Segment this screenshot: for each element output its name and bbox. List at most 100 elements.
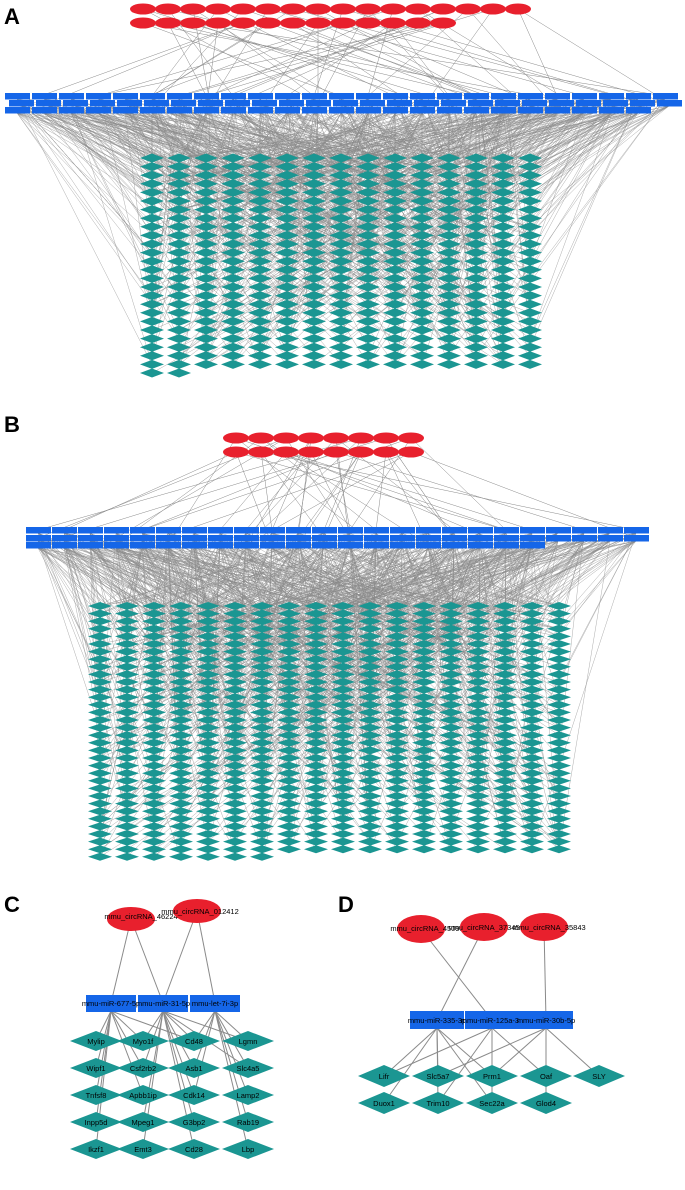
- mrna-node[interactable]: [331, 723, 355, 732]
- mrna-node[interactable]: [140, 170, 164, 180]
- mrna-node[interactable]: [439, 784, 463, 793]
- mrna-node[interactable]: [493, 708, 517, 717]
- mirna-node[interactable]: [494, 527, 519, 534]
- mrna-node[interactable]: [383, 342, 407, 352]
- mrna-node[interactable]: [385, 799, 409, 808]
- mrna-node[interactable]: [115, 731, 139, 740]
- mrna-node[interactable]: [356, 299, 380, 309]
- mrna-node[interactable]: [547, 731, 571, 740]
- mrna-node[interactable]: [466, 708, 490, 717]
- mrna-node[interactable]: [520, 776, 544, 785]
- mrna-node[interactable]: [331, 655, 355, 664]
- mrna-node[interactable]: [412, 738, 436, 747]
- mrna-node[interactable]: [304, 776, 328, 785]
- mrna-node[interactable]: [437, 153, 461, 163]
- circrna-node[interactable]: [255, 17, 281, 29]
- mirna-node[interactable]: [360, 100, 385, 107]
- mrna-node-18[interactable]: [168, 1139, 220, 1159]
- mrna-node[interactable]: [250, 602, 274, 610]
- mirna-node[interactable]: [437, 107, 462, 114]
- mirna-node[interactable]: [260, 527, 285, 534]
- mrna-node[interactable]: [142, 799, 166, 808]
- mrna-node[interactable]: [194, 153, 218, 163]
- mrna-node[interactable]: [410, 273, 434, 283]
- mirna-node[interactable]: [52, 527, 77, 534]
- mrna-node[interactable]: [356, 153, 380, 163]
- mirna-node[interactable]: [52, 535, 77, 542]
- mrna-node[interactable]: [358, 716, 382, 724]
- mrna-node[interactable]: [520, 655, 544, 664]
- mrna-node[interactable]: [115, 837, 139, 846]
- mirna-node[interactable]: [414, 100, 439, 107]
- mrna-node[interactable]: [302, 205, 326, 215]
- circrna-node[interactable]: [405, 17, 431, 29]
- mrna-node[interactable]: [302, 187, 326, 197]
- mrna-node[interactable]: [277, 670, 301, 679]
- mrna-node[interactable]: [250, 837, 274, 846]
- mirna-node[interactable]: [221, 107, 246, 114]
- mrna-node[interactable]: [194, 325, 218, 335]
- circrna-node[interactable]: [373, 446, 399, 458]
- mrna-node[interactable]: [493, 814, 517, 823]
- mrna-node[interactable]: [248, 162, 272, 172]
- mrna-node[interactable]: [493, 632, 517, 641]
- mrna-node[interactable]: [358, 769, 382, 778]
- mrna-node[interactable]: [302, 153, 326, 163]
- mrna-node[interactable]: [169, 716, 193, 724]
- mrna-node[interactable]: [520, 754, 544, 762]
- mrna-node[interactable]: [437, 359, 461, 369]
- mrna-node[interactable]: [275, 248, 299, 258]
- mrna-node-6[interactable]: [168, 1058, 220, 1078]
- mirna-node[interactable]: [464, 93, 489, 100]
- mrna-node[interactable]: [275, 282, 299, 292]
- mrna-node[interactable]: [331, 670, 355, 679]
- mrna-node[interactable]: [385, 723, 409, 732]
- mrna-node[interactable]: [385, 769, 409, 778]
- mirna-node[interactable]: [495, 100, 520, 107]
- mrna-node[interactable]: [223, 769, 247, 778]
- mirna-node[interactable]: [208, 527, 233, 534]
- mirna-node[interactable]: [63, 100, 88, 107]
- mrna-node[interactable]: [194, 187, 218, 197]
- mrna-node[interactable]: [491, 308, 515, 318]
- mrna-node[interactable]: [169, 769, 193, 778]
- mrna-node[interactable]: [410, 170, 434, 180]
- mrna-node-10[interactable]: [168, 1085, 220, 1105]
- mrna-node[interactable]: [169, 807, 193, 816]
- circrna-node[interactable]: [305, 17, 331, 29]
- mrna-node[interactable]: [88, 617, 112, 626]
- mrna-node[interactable]: [412, 624, 436, 633]
- mrna-node[interactable]: [196, 670, 220, 679]
- mirna-node[interactable]: [546, 535, 571, 542]
- mrna-node[interactable]: [248, 213, 272, 223]
- mrna-node[interactable]: [410, 179, 434, 189]
- mrna-node[interactable]: [223, 738, 247, 747]
- mirna-node[interactable]: [78, 527, 103, 534]
- mrna-node[interactable]: [520, 822, 544, 831]
- mrna-node[interactable]: [169, 738, 193, 747]
- mirna-node[interactable]: [416, 527, 441, 534]
- mrna-node[interactable]: [221, 222, 245, 232]
- mrna-node[interactable]: [412, 830, 436, 838]
- mrna-node[interactable]: [250, 624, 274, 633]
- mrna-node[interactable]: [88, 746, 112, 755]
- mrna-node[interactable]: [437, 351, 461, 361]
- mrna-node[interactable]: [466, 754, 490, 762]
- mrna-node[interactable]: [331, 738, 355, 747]
- mrna-node[interactable]: [491, 213, 515, 223]
- circrna-node[interactable]: [223, 446, 249, 458]
- mrna-node[interactable]: [196, 830, 220, 838]
- mirna-node[interactable]: [275, 107, 300, 114]
- mrna-node[interactable]: [248, 291, 272, 301]
- mrna-node[interactable]: [248, 351, 272, 361]
- mrna-node[interactable]: [547, 662, 571, 671]
- mrna-node[interactable]: [466, 822, 490, 831]
- mrna-node[interactable]: [520, 708, 544, 717]
- mrna-node[interactable]: [304, 799, 328, 808]
- mrna-node[interactable]: [385, 708, 409, 717]
- mrna-node[interactable]: [493, 784, 517, 793]
- mrna-node[interactable]: [304, 731, 328, 740]
- mrna-node[interactable]: [277, 678, 301, 686]
- mrna-node[interactable]: [194, 239, 218, 249]
- mrna-node[interactable]: [356, 351, 380, 361]
